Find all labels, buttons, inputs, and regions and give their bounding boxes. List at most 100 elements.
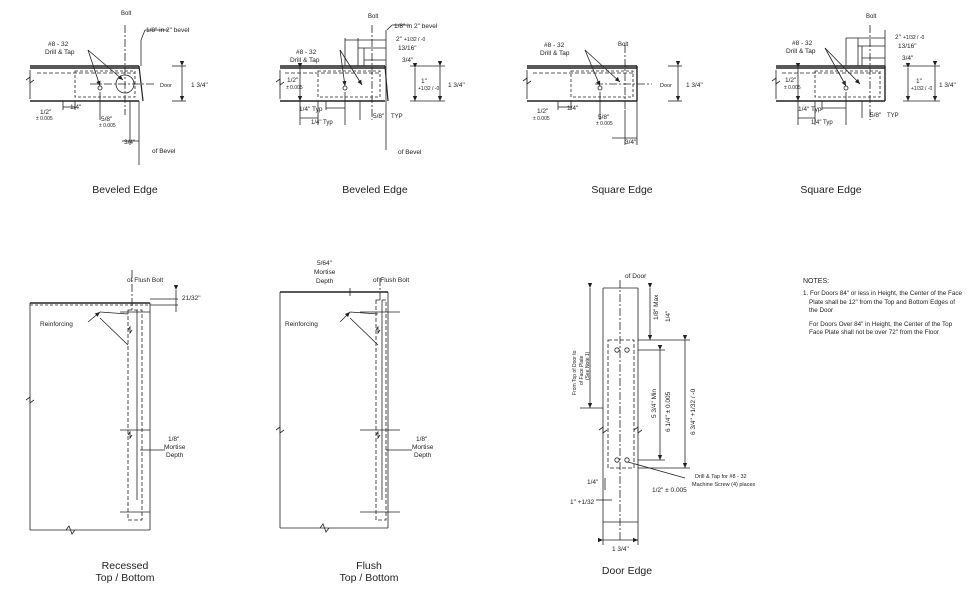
svg-text:1 3/4": 1 3/4" — [448, 82, 465, 89]
svg-text:1/8": 1/8" — [416, 436, 428, 443]
svg-text:1": 1" — [421, 78, 428, 85]
svg-text:TYP: TYP — [887, 113, 899, 119]
svg-text:1/4": 1/4" — [587, 479, 599, 486]
d1-cl-bolt: Bolt — [121, 11, 132, 17]
svg-text:3/4": 3/4" — [402, 57, 414, 64]
svg-text:5 3/4" Min: 5 3/4" Min — [651, 389, 658, 418]
svg-text:1/2": 1/2" — [40, 109, 52, 116]
caption-door-edge: Door Edge — [601, 565, 653, 577]
diagram-beveled-edge-1 — [25, 25, 186, 165]
svg-text:1/4" Typ: 1/4" Typ — [798, 106, 822, 113]
svg-text:#8 - 32: #8 - 32 — [544, 42, 565, 49]
svg-text:1/2": 1/2" — [287, 77, 299, 84]
svg-text:Drill & Tap for #8 - 32: Drill & Tap for #8 - 32 — [695, 474, 747, 480]
svg-text:6 3/4" +1/32 / -0: 6 3/4" +1/32 / -0 — [690, 388, 697, 435]
svg-text:Bolt: Bolt — [368, 14, 379, 20]
svg-text:#8 - 32: #8 - 32 — [792, 40, 813, 47]
svg-text:of Bevel: of Bevel — [398, 149, 422, 156]
svg-text:Mortise: Mortise — [314, 269, 336, 276]
svg-text:1/4" Typ: 1/4" Typ — [311, 120, 333, 126]
svg-text:Drill & Tap: Drill & Tap — [786, 48, 816, 55]
svg-text:+1/32 / -0: +1/32 / -0 — [418, 86, 439, 92]
svg-text:1/2": 1/2" — [537, 108, 549, 115]
caption-recessed: Recessed Top / Bottom — [70, 560, 180, 584]
diagram-door-edge — [580, 280, 690, 545]
notes-panel: NOTES: 1. For Doors 84" or less in Heigh… — [803, 278, 963, 338]
svg-text:13/16": 13/16" — [898, 43, 917, 50]
caption-square-edge-1: Square Edge — [591, 184, 653, 196]
svg-text:Bolt: Bolt — [866, 14, 877, 20]
svg-text:Depth: Depth — [316, 278, 334, 285]
caption-flush-line2: Top / Bottom — [339, 572, 399, 584]
svg-text:1 3/4": 1 3/4" — [686, 82, 703, 89]
svg-text:Drill & Tap: Drill & Tap — [540, 50, 570, 57]
svg-text:± 0.005: ± 0.005 — [596, 121, 613, 127]
svg-text:1/8" Max: 1/8" Max — [653, 294, 660, 320]
svg-text:5/8": 5/8" — [101, 116, 113, 123]
svg-text:3/4": 3/4" — [625, 139, 637, 146]
caption-beveled-edge-1: Beveled Edge — [92, 184, 158, 196]
svg-text:1/8" in 2" bevel: 1/8" in 2" bevel — [394, 23, 438, 30]
svg-text:of Bevel: of Bevel — [152, 148, 176, 155]
svg-text:Reinforcing: Reinforcing — [285, 321, 318, 328]
caption-recessed-line2: Top / Bottom — [95, 572, 155, 584]
caption-flush-line1: Flush — [356, 560, 382, 572]
diagram-recessed-top-bottom — [25, 270, 179, 535]
svg-text:5/8": 5/8" — [373, 113, 385, 120]
svg-text:+1/32 / -0: +1/32 / -0 — [911, 86, 932, 92]
svg-text:1/4" Typ: 1/4" Typ — [299, 106, 323, 113]
svg-text:1/4" Typ: 1/4" Typ — [811, 120, 833, 126]
svg-text:of Flush Bolt: of Flush Bolt — [373, 277, 409, 284]
svg-text:From Top of Door to: From Top of Door to — [572, 350, 578, 395]
svg-text:(See Note 1): (See Note 1) — [585, 351, 591, 380]
svg-text:of Flush Bolt: of Flush Bolt — [127, 277, 163, 284]
svg-text:1 3/4": 1 3/4" — [939, 82, 956, 89]
svg-text:1/2" ± 0.005: 1/2" ± 0.005 — [652, 487, 687, 494]
svg-text:Mortise: Mortise — [164, 444, 186, 451]
caption-square-edge-2: Square Edge — [800, 184, 862, 196]
diagram-flush-top-bottom — [275, 278, 412, 533]
svg-text:Door: Door — [660, 83, 672, 89]
svg-text:± 0.005: ± 0.005 — [286, 85, 303, 91]
svg-text:3/4": 3/4" — [902, 55, 914, 62]
svg-text:1/4": 1/4" — [70, 104, 82, 111]
note-item-1: 1. For Doors 84" or less in Height, the … — [803, 290, 963, 314]
svg-text:± 0.005: ± 0.005 — [99, 123, 116, 129]
svg-text:#8 - 32: #8 - 32 — [48, 41, 69, 48]
notes-heading: NOTES: — [803, 278, 830, 285]
svg-text:13/16": 13/16" — [398, 45, 417, 52]
svg-text:+1/32 / -0: +1/32 / -0 — [404, 37, 425, 43]
svg-text:5/8": 5/8" — [598, 114, 610, 121]
svg-text:1/2": 1/2" — [785, 77, 797, 84]
svg-text:1/4": 1/4" — [567, 105, 579, 112]
svg-text:Drill & Tap: Drill & Tap — [45, 49, 75, 56]
svg-text:1 3/4": 1 3/4" — [612, 546, 629, 553]
svg-text:1": 1" — [916, 78, 923, 85]
svg-text:2": 2" — [396, 36, 403, 43]
svg-text:of Door: of Door — [625, 273, 647, 280]
svg-text:Drill & Tap: Drill & Tap — [290, 57, 320, 64]
caption-beveled-edge-2: Beveled Edge — [342, 184, 408, 196]
svg-text:5/64": 5/64" — [317, 260, 333, 267]
svg-text:6 1/4" ± 0.005: 6 1/4" ± 0.005 — [665, 391, 672, 432]
svg-text:Reinforcing: Reinforcing — [40, 321, 73, 328]
svg-text:#8 - 32: #8 - 32 — [296, 49, 317, 56]
caption-recessed-line1: Recessed — [101, 560, 149, 572]
svg-text:± 0.005: ± 0.005 — [533, 116, 550, 122]
svg-text:Mortise: Mortise — [412, 444, 434, 451]
svg-text:of Face Plate: of Face Plate — [579, 355, 585, 385]
svg-text:TYP: TYP — [391, 114, 403, 120]
svg-text:1/8": 1/8" — [168, 436, 180, 443]
svg-text:Machine Screw (4) places: Machine Screw (4) places — [692, 482, 756, 488]
note-item-2: For Doors Over 84" in Height, the Center… — [809, 321, 953, 337]
caption-flush: Flush Top / Bottom — [314, 560, 424, 584]
svg-text:Depth: Depth — [166, 452, 184, 459]
svg-text:1" +1/32: 1" +1/32 — [570, 499, 595, 506]
svg-text:Bolt: Bolt — [618, 42, 629, 48]
svg-text:2": 2" — [895, 34, 902, 41]
svg-text:1/4": 1/4" — [665, 310, 672, 322]
svg-text:Door: Door — [160, 83, 172, 89]
svg-text:1 3/4": 1 3/4" — [191, 82, 208, 89]
diagram-square-edge-2 — [771, 25, 940, 125]
